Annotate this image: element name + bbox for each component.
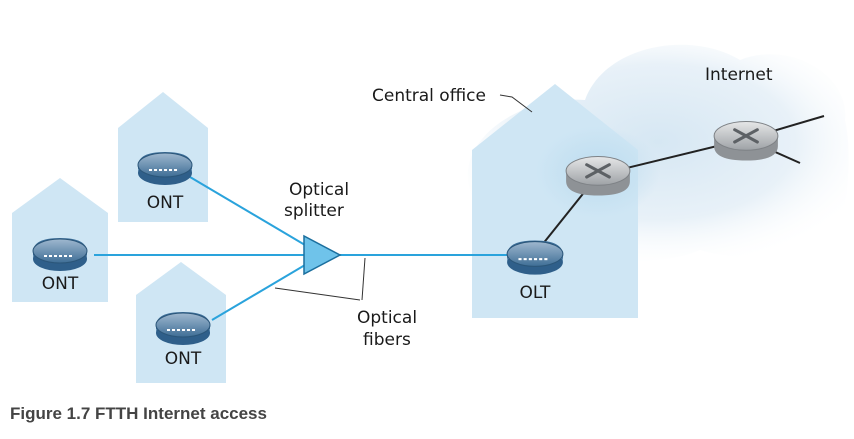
leader-lines: [274, 94, 533, 301]
router-internet: [712, 119, 780, 163]
fibers-label-line1: Optical: [357, 308, 417, 328]
olt-device: [506, 240, 564, 276]
optical-splitter: [303, 234, 342, 276]
central-office-label: Central office: [372, 86, 486, 106]
ont-left-label: ONT: [42, 274, 79, 294]
olt-label: OLT: [520, 283, 552, 303]
figure-caption: Figure 1.7 FTTH Internet access: [10, 404, 267, 423]
ont-bottom-device: [155, 311, 211, 346]
ont-left-device: [32, 237, 88, 272]
fibers-label-line2: fibers: [363, 330, 411, 350]
internet-label: Internet: [705, 65, 773, 85]
splitter-label-line1: Optical: [289, 180, 349, 200]
optical-fibers: [94, 176, 512, 321]
router-central: [564, 154, 632, 198]
ont-top-device: [137, 151, 193, 186]
splitter-label-line2: splitter: [284, 201, 344, 221]
ont-top-label: ONT: [147, 193, 184, 213]
ont-bottom-label: ONT: [165, 349, 202, 369]
